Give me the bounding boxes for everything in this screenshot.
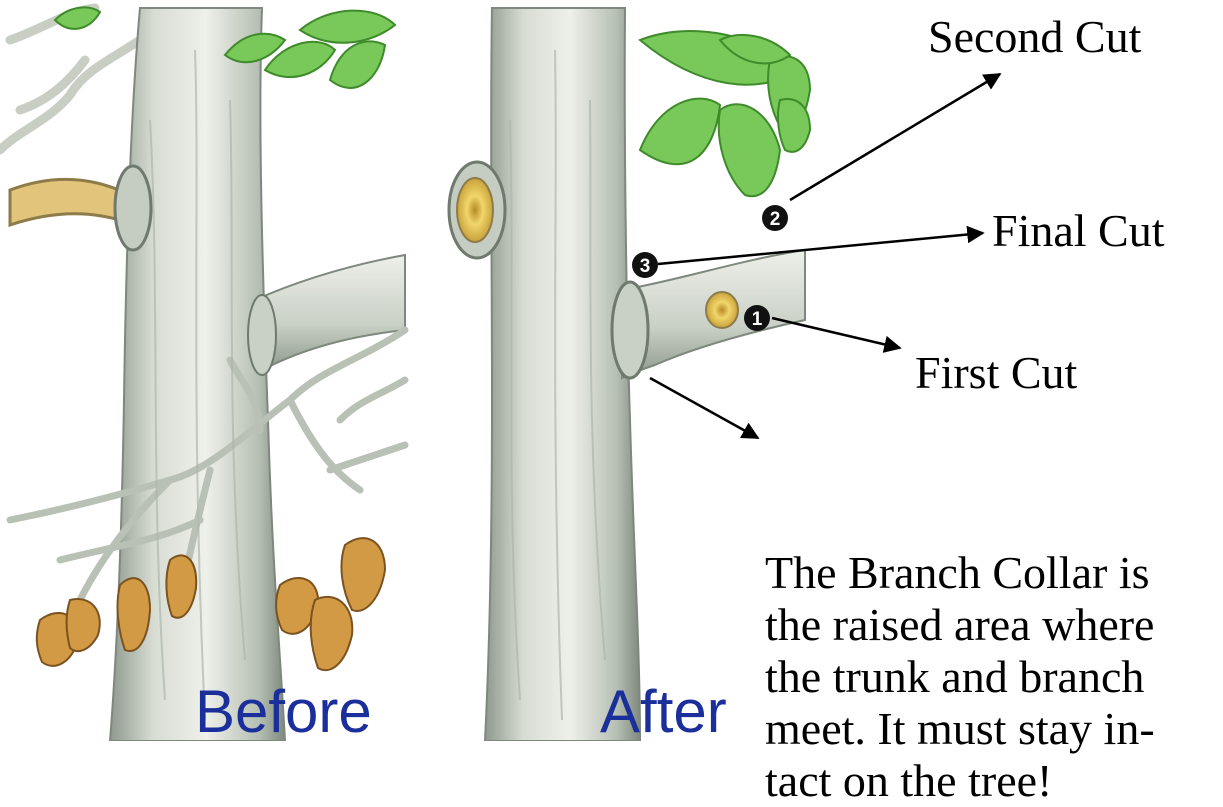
- second-cut-arrow: [790, 74, 1000, 200]
- second-cut-label: Second Cut: [928, 14, 1141, 60]
- marker-two-label: 2: [770, 209, 781, 230]
- after-green-leaves: [640, 31, 810, 196]
- description-line: the trunk and branch: [765, 651, 1223, 703]
- marker-two: 2: [762, 205, 788, 231]
- after-trunk: [485, 8, 640, 741]
- marker-three-label: 3: [640, 256, 651, 277]
- branch-collar-description: The Branch Collar is the raised area whe…: [765, 547, 1223, 807]
- marker-one: 1: [744, 305, 770, 331]
- before-caption: Before: [195, 678, 372, 741]
- final-cut-arrow: [658, 233, 983, 264]
- before-right-branch: [255, 255, 405, 370]
- description-line: meet. It must stay in-: [765, 703, 1223, 755]
- before-panel: Before: [0, 7, 405, 741]
- first-cut-face: [706, 292, 738, 328]
- right-branch-collar: [248, 295, 276, 375]
- left-branch-collar: [115, 166, 151, 250]
- first-cut-arrow: [772, 318, 900, 348]
- after-left-cut-face: [457, 178, 493, 242]
- after-caption: After: [600, 678, 727, 741]
- after-branch-collar: [612, 282, 648, 378]
- first-cut-label: First Cut: [915, 350, 1077, 396]
- final-cut-label: Final Cut: [992, 208, 1165, 254]
- marker-three: 3: [632, 252, 658, 278]
- branch-collar-arrow: [650, 378, 758, 438]
- marker-one-label: 1: [752, 309, 763, 330]
- description-line: the raised area where: [765, 599, 1223, 651]
- description-line: The Branch Collar is: [765, 547, 1223, 599]
- after-panel: After: [449, 8, 810, 741]
- description-line: tact on the tree!: [765, 755, 1223, 807]
